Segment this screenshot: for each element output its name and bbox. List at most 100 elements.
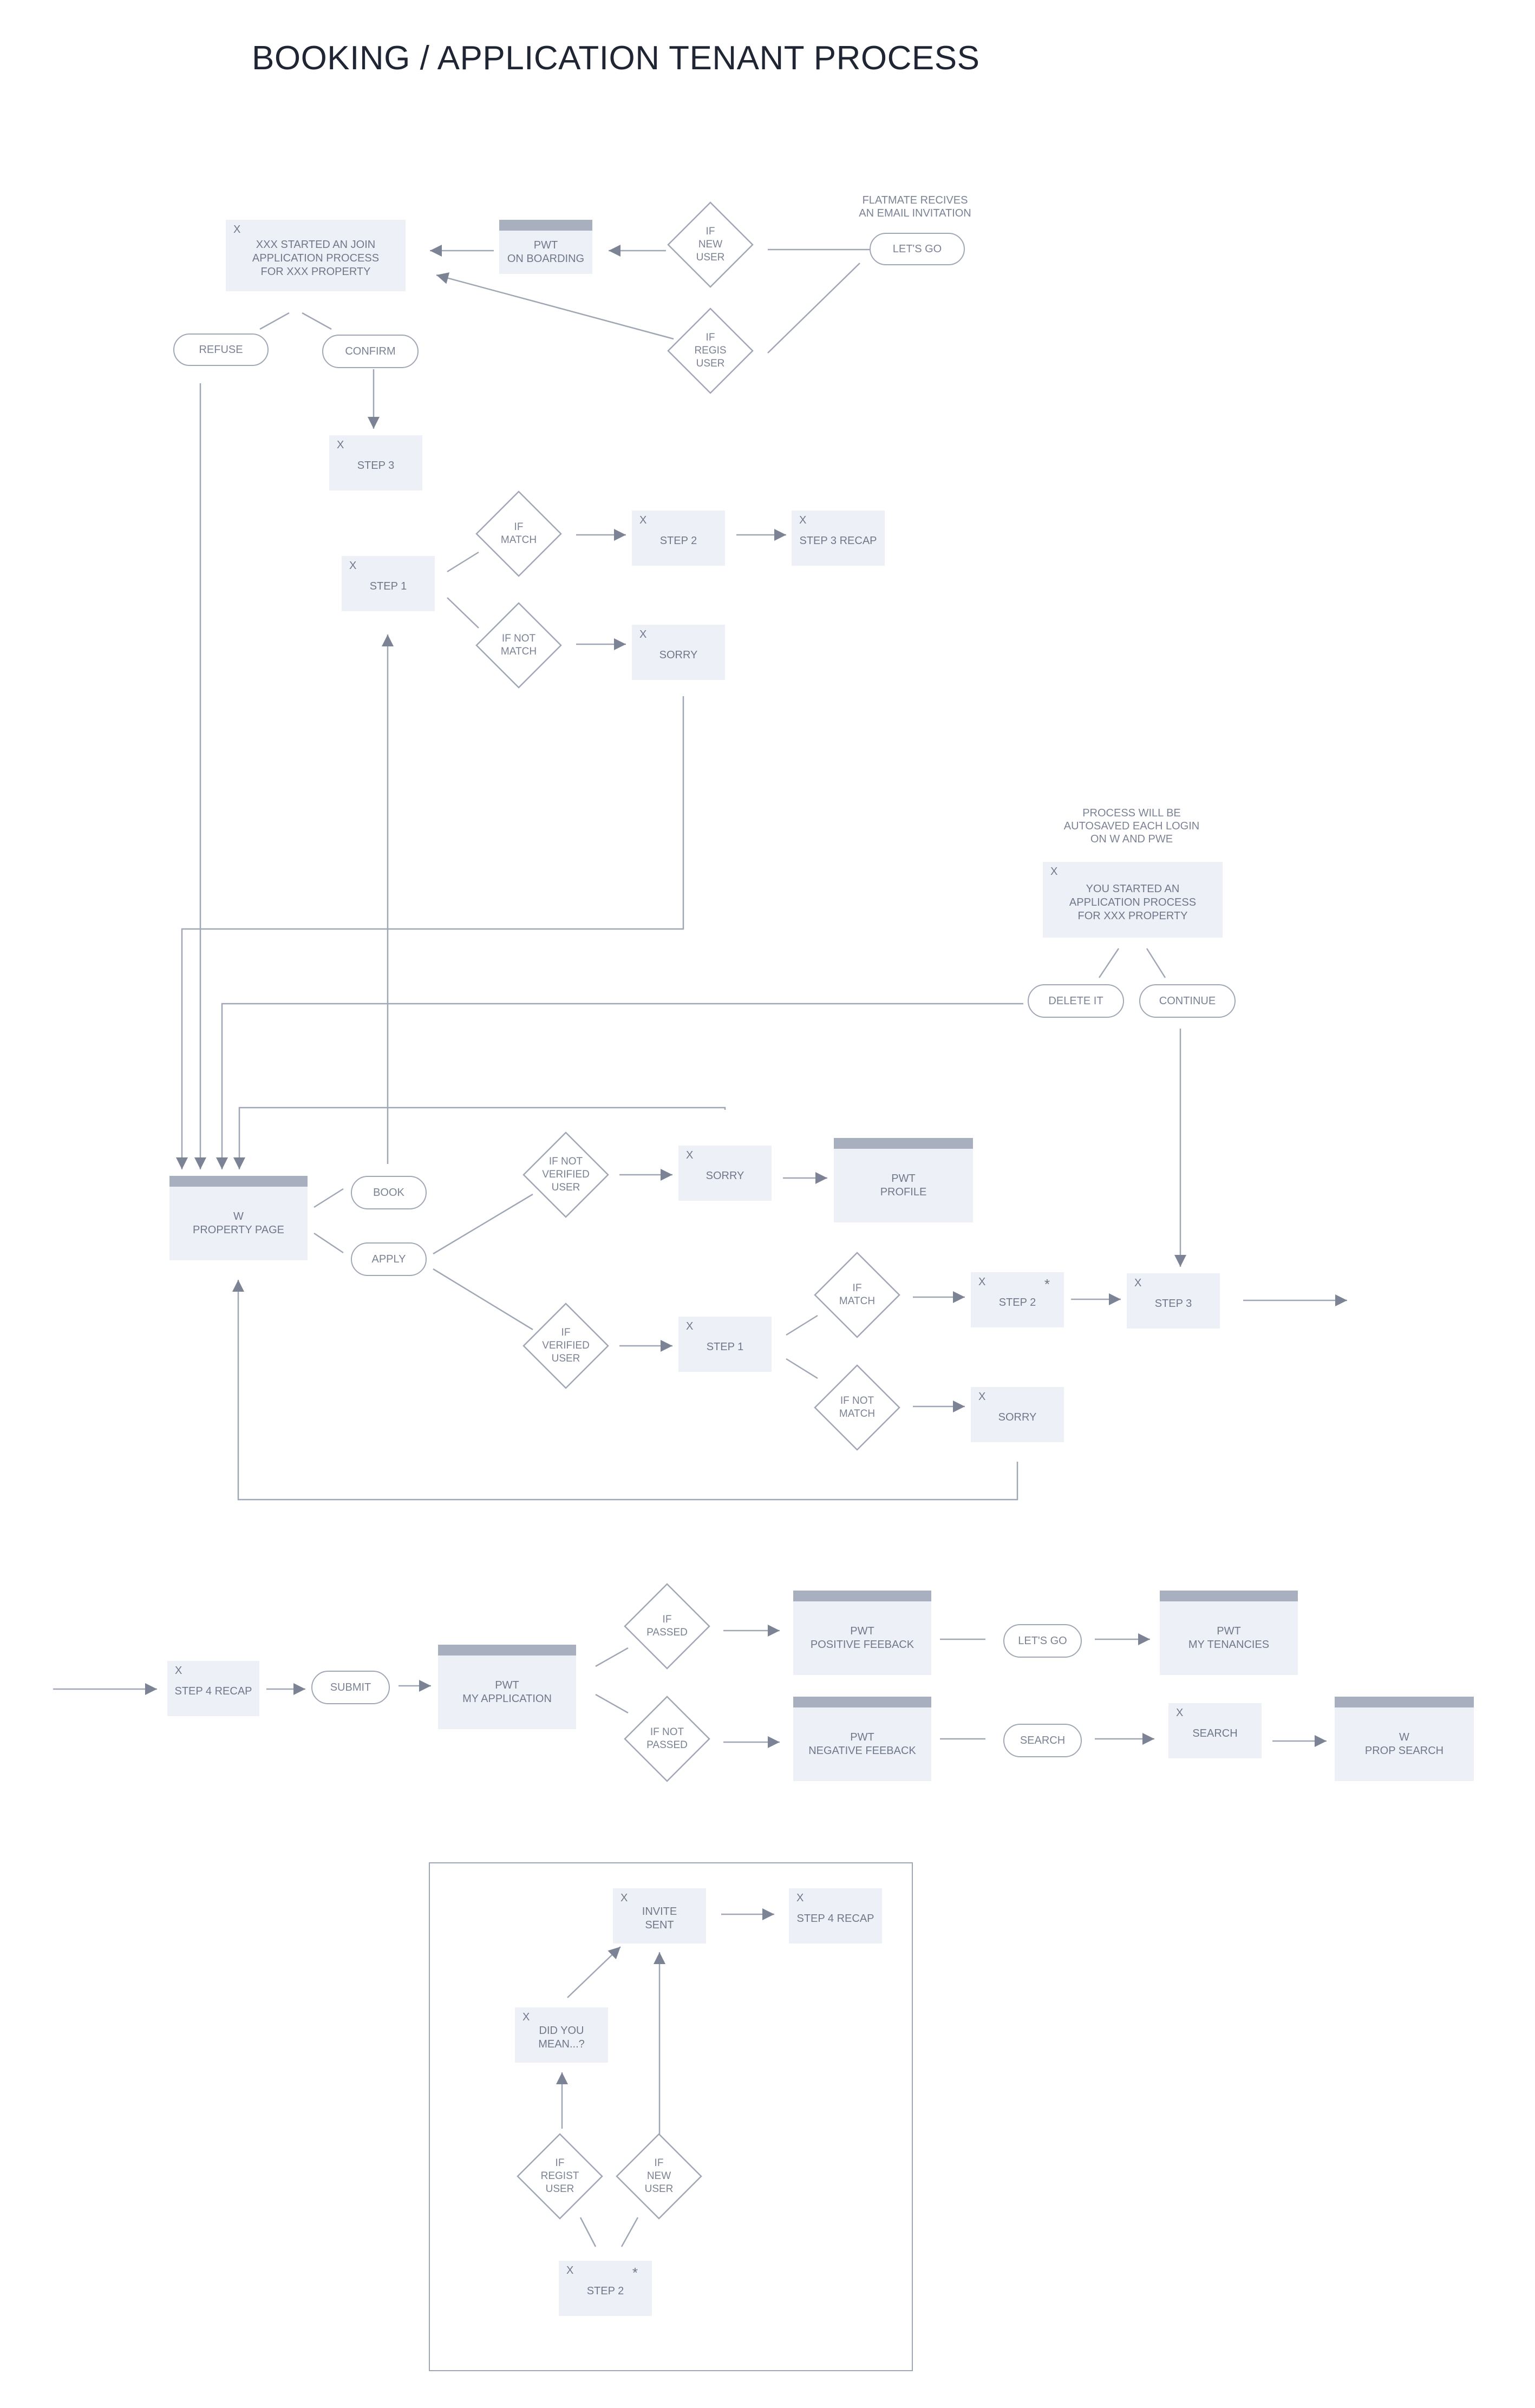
box-join-started: X XXX STARTED AN JOIN APPLICATION PROCES…	[226, 220, 406, 291]
decision-if-not-match-b: IF NOT MATCH	[839, 1395, 876, 1419]
decision-diamond	[814, 1252, 900, 1338]
page-title: BOOKING / APPLICATION TENANT PROCESS	[252, 40, 980, 77]
box-step1-a: X STEP 1	[342, 556, 435, 611]
decision-if-regist-user: IF REGIST USER	[540, 2157, 579, 2195]
asterisk-icon: *	[632, 2265, 638, 2281]
decision-if-not-match: IF NOT MATCH	[500, 633, 537, 657]
close-icon: X	[566, 2265, 574, 2276]
decision-diamond	[522, 1131, 609, 1218]
close-icon: X	[639, 629, 647, 640]
connector-line	[181, 696, 684, 1169]
close-icon: X	[349, 560, 357, 572]
box-label: INVITE SENT	[642, 1906, 677, 1931]
decision-diamond	[475, 602, 562, 689]
book-button[interactable]: BOOK	[351, 1176, 427, 1209]
box-step1-b: X STEP 1	[678, 1317, 772, 1372]
arrowhead	[661, 1169, 672, 1181]
connector-line	[579, 2217, 597, 2247]
box-label: STEP 2	[586, 2285, 624, 2297]
connector-line	[595, 1647, 629, 1667]
box-step4-recap-b: X STEP 4 RECAP	[789, 1888, 882, 1944]
close-icon: X	[1134, 1277, 1142, 1289]
note-autosave: PROCESS WILL BE AUTOSAVED EACH LOGIN ON …	[1063, 807, 1200, 845]
box-label: YOU STARTED AN APPLICATION PROCESS FOR X…	[1069, 882, 1197, 922]
box-label: W PROP SEARCH	[1364, 1731, 1444, 1757]
connector-line	[433, 1193, 533, 1255]
connector-line	[767, 263, 860, 354]
apply-button[interactable]: APPLY	[351, 1242, 427, 1276]
box-sorry-c: X SORRY	[971, 1387, 1064, 1442]
box-search: X SEARCH	[1168, 1703, 1262, 1758]
box-label: W PROPERTY PAGE	[193, 1210, 284, 1236]
connector-line	[259, 312, 290, 330]
arrowhead	[368, 417, 380, 429]
arrowhead	[768, 1625, 780, 1637]
box-step2-b: X * STEP 2	[971, 1272, 1064, 1327]
box-label: STEP 1	[706, 1340, 744, 1353]
box-label: DID YOU MEAN...?	[538, 2025, 585, 2050]
connector-line	[595, 1693, 629, 1714]
arrowhead	[436, 272, 450, 284]
box-step4-recap-a: X STEP 4 RECAP	[167, 1661, 259, 1716]
box-label: STEP 2	[659, 534, 697, 547]
decision-if-verified: IF VERIFIED USER	[542, 1327, 590, 1364]
close-icon: X	[799, 514, 807, 526]
decision-diamond	[667, 307, 754, 394]
box-label: XXX STARTED AN JOIN APPLICATION PROCESS …	[252, 238, 380, 278]
box-label: PWT MY APPLICATION	[462, 1679, 552, 1705]
arrowhead	[145, 1683, 157, 1695]
connector-line	[1146, 948, 1166, 978]
decision-diamond	[624, 1696, 710, 1782]
connector-line	[567, 1946, 621, 1998]
box-label: STEP 2	[998, 1296, 1036, 1308]
decision-if-new-user: IF NEW USER	[696, 226, 725, 263]
close-icon: X	[337, 439, 344, 451]
box-you-started: X YOU STARTED AN APPLICATION PROCESS FOR…	[1043, 862, 1223, 938]
connector-line	[620, 2217, 639, 2247]
decision-diamond	[616, 2133, 702, 2220]
arrowhead	[815, 1172, 827, 1184]
lets-go-button[interactable]: LET'S GO	[870, 233, 965, 265]
arrowhead	[614, 638, 626, 650]
arrowhead	[232, 1280, 244, 1292]
note-flatmate-invite: FLATMATE RECIVES AN EMAIL INVITATION	[859, 194, 971, 219]
connector-line	[302, 312, 332, 330]
refuse-button[interactable]: REFUSE	[173, 333, 269, 366]
continue-button[interactable]: CONTINUE	[1139, 984, 1236, 1018]
box-label: PWT MY TENANCIES	[1188, 1625, 1270, 1651]
box-label: SEARCH	[1192, 1727, 1238, 1739]
arrowhead	[556, 2072, 568, 2084]
box-label: PWT ON BOARDING	[507, 239, 585, 265]
box-pwt-positive: PWT POSITIVE FEEBACK	[793, 1591, 931, 1675]
connector-line	[237, 1280, 1018, 1501]
box-step2-c: X * STEP 2	[559, 2261, 652, 2316]
arrowhead	[419, 1680, 431, 1692]
close-icon: X	[686, 1149, 694, 1161]
confirm-button[interactable]: CONFIRM	[322, 335, 419, 368]
decision-diamond	[624, 1583, 710, 1670]
search-button[interactable]: SEARCH	[1003, 1724, 1082, 1757]
box-did-you-mean: X DID YOU MEAN...?	[515, 2007, 608, 2063]
connector-line	[436, 274, 674, 340]
submit-button[interactable]: SUBMIT	[311, 1671, 390, 1704]
arrowhead	[661, 1340, 672, 1352]
arrowhead	[768, 1736, 780, 1748]
box-label: SORRY	[998, 1411, 1037, 1423]
arrowhead	[233, 1157, 245, 1169]
lets-go-tenancies-button[interactable]: LET'S GO	[1003, 1624, 1082, 1658]
close-icon: X	[978, 1391, 986, 1403]
arrowhead	[654, 1952, 665, 1964]
close-icon: X	[233, 224, 241, 235]
connector-line	[447, 597, 479, 629]
delete-it-button[interactable]: DELETE IT	[1028, 984, 1124, 1018]
box-invite-sent: X INVITE SENT	[613, 1888, 706, 1944]
arrowhead	[774, 529, 786, 541]
connector-line	[1098, 948, 1120, 978]
box-pwt-tenancies: PWT MY TENANCIES	[1160, 1591, 1298, 1675]
invite-subflow-frame	[429, 1862, 913, 2371]
close-icon: X	[686, 1320, 694, 1332]
close-icon: X	[796, 1892, 804, 1904]
decision-if-match: IF MATCH	[500, 521, 537, 546]
box-pwt-onboarding: PWT ON BOARDING	[499, 220, 592, 274]
